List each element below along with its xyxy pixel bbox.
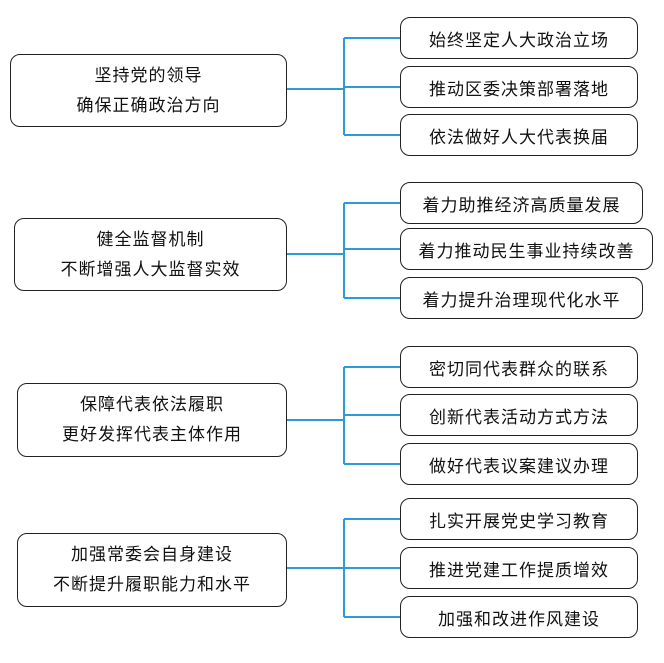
group-1-item-3: 依法做好人大代表换届	[400, 114, 638, 156]
group-3-item-1: 密切同代表群众的联系	[400, 346, 638, 388]
group-4-item-1: 扎实开展党史学习教育	[400, 498, 638, 540]
group-2-title-line-2: 不断增强人大监督实效	[60, 259, 241, 280]
group-3-item-3: 做好代表议案建议办理	[400, 443, 638, 485]
group-4-title-line-1: 加强常委会自身建设	[71, 545, 233, 565]
group-4-item-3: 加强和改进作风建设	[400, 596, 638, 638]
connector-group-4	[287, 518, 400, 618]
group-2-item-1: 着力助推经济高质量发展	[400, 182, 643, 224]
group-1-title-line-1: 坚持党的领导	[94, 65, 203, 86]
group-1-title-line-2: 确保正确政治方向	[76, 95, 221, 116]
group-2-title-line-1: 健全监督机制	[96, 229, 205, 250]
group-2-item-2: 着力推动民生事业持续改善	[400, 228, 653, 270]
group-3-title-line-1: 保障代表依法履职	[80, 395, 224, 415]
group-4-item-2: 推进党建工作提质增效	[400, 547, 638, 589]
connector-group-1	[287, 37, 400, 136]
group-4-title-line-2: 不断提升履职能力和水平	[53, 575, 251, 595]
group-3-title-box: 保障代表依法履职 更好发挥代表主体作用	[17, 383, 287, 457]
group-1-item-2: 推动区委决策部署落地	[400, 66, 638, 108]
group-3-item-2: 创新代表活动方式方法	[400, 394, 638, 436]
group-1-item-1: 始终坚定人大政治立场	[400, 17, 638, 59]
group-4-title-box: 加强常委会自身建设 不断提升履职能力和水平	[17, 533, 287, 607]
group-2-title-box: 健全监督机制 不断增强人大监督实效	[14, 218, 287, 291]
connector-group-2	[287, 202, 400, 299]
group-2-item-3: 着力提升治理现代化水平	[400, 277, 643, 319]
group-3-title-line-2: 更好发挥代表主体作用	[62, 425, 242, 445]
group-1-title-box: 坚持党的领导 确保正确政治方向	[10, 54, 287, 127]
connector-group-3	[287, 366, 400, 465]
